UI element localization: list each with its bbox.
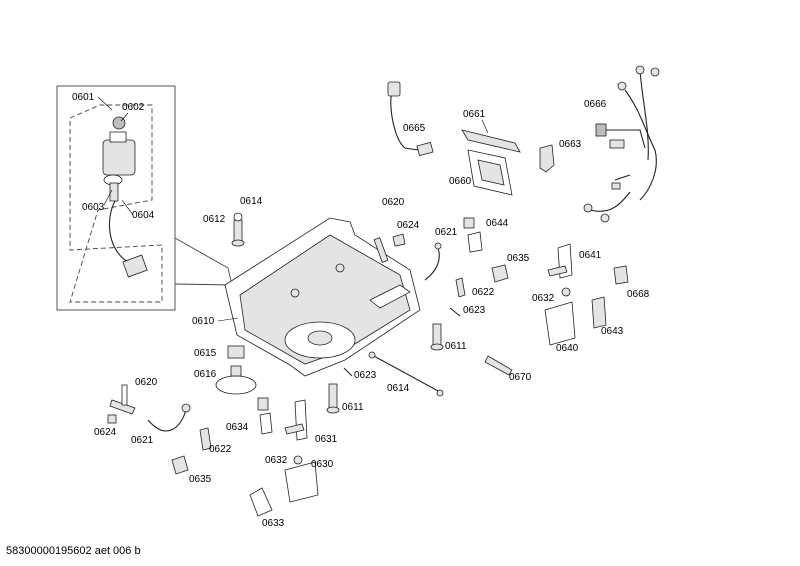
callout-0635-top: 0635 (507, 253, 530, 264)
callout-0603: 0603 (82, 202, 105, 213)
part-0632-bottom: 0632 (265, 455, 303, 466)
callout-0621-bottom: 0621 (131, 435, 154, 446)
part-0644: 0644 (463, 217, 509, 253)
callout-0660: 0660 (449, 176, 472, 187)
screw-0623-top: 0623 (449, 305, 486, 317)
callout-0620-top: 0620 (382, 197, 405, 208)
part-0635-top: 0635 (491, 253, 530, 283)
rod-0614: 0614 (368, 351, 444, 397)
callout-0624-top: 0624 (397, 220, 420, 231)
callout-0632-bottom: 0632 (265, 455, 288, 466)
callout-0643: 0643 (601, 326, 624, 337)
part-0660: 0660 (449, 149, 513, 196)
part-0635-bottom: 0635 (171, 455, 212, 485)
part-0615: 0615 (194, 345, 245, 359)
callout-0624-bottom: 0624 (94, 427, 117, 438)
callout-0623-top: 0623 (463, 305, 486, 316)
callout-0631: 0631 (315, 434, 338, 445)
inset-frame (56, 85, 176, 311)
part-0624-bottom: 0624 (94, 414, 117, 438)
drawing-id-footer: 58300000195602 aet 006 b (6, 545, 141, 557)
callout-0670: 0670 (509, 372, 532, 383)
part-0668: 0668 (613, 265, 650, 300)
part-0620-top: 0620 (373, 197, 405, 263)
callout-0663: 0663 (559, 139, 582, 150)
part-0661: 0661 (461, 109, 521, 153)
callout-0621-top: 0621 (435, 227, 458, 238)
callout-0630: 0630 (311, 459, 334, 470)
inset-dashed-outline (69, 104, 163, 303)
foot-0611-bottom: 0611 (326, 383, 364, 414)
part-0643: 0643 (591, 296, 624, 337)
callout-0665: 0665 (403, 123, 426, 134)
callout-0661: 0661 (463, 109, 486, 120)
callout-0610: 0610 (192, 316, 215, 327)
callout-0644: 0644 (486, 218, 509, 229)
callout-0611-top: 0611 (445, 341, 467, 352)
cable-0665: 0665 (387, 81, 434, 157)
foot-0611-top: 0611 (430, 323, 467, 352)
inset-connector-lines (174, 237, 233, 286)
bracket-0631: 0631 (284, 399, 338, 445)
bracket-0640: 0640 (544, 301, 579, 354)
callout-0604: 0604 (132, 210, 155, 221)
callout-0612: 0612 (203, 214, 226, 225)
callout-0666: 0666 (584, 99, 607, 110)
part-0633: 0633 (249, 487, 285, 529)
base-tub-0610: 0610 (192, 217, 421, 377)
detail-inset: 0601 0602 0603 0604 (56, 85, 233, 311)
callout-0641: 0641 (579, 250, 602, 261)
callout-0622-bottom: 0622 (209, 444, 232, 455)
foot-0612: 0614 0612 (203, 196, 263, 247)
inlet-valve-part (102, 116, 148, 278)
callout-0668: 0668 (627, 289, 650, 300)
callout-0640: 0640 (556, 343, 579, 354)
part-0620-bottom: 0620 (109, 377, 158, 415)
callout-0634: 0634 (226, 422, 249, 433)
harness-0666: 0666 (583, 65, 660, 223)
callout-0614-top: 0614 (240, 196, 263, 207)
callout-0602: 0602 (122, 102, 145, 113)
part-0622-bottom: 0622 (199, 427, 232, 455)
callout-0616: 0616 (194, 369, 217, 380)
part-0670: 0670 (484, 355, 532, 383)
screw-0623-bottom: 0623 (343, 367, 377, 381)
part-0622-top: 0622 (455, 277, 495, 298)
callout-0601: 0601 (72, 92, 95, 103)
callout-0635-bottom: 0635 (189, 474, 212, 485)
part-0663: 0663 (539, 139, 582, 173)
callout-0632-top: 0632 (532, 293, 555, 304)
callout-0615: 0615 (194, 348, 217, 359)
callout-0633: 0633 (262, 518, 285, 529)
part-0634: 0634 (226, 397, 273, 435)
callout-0620-bottom: 0620 (135, 377, 158, 388)
bracket-0641: 0641 0632 (532, 243, 602, 304)
callout-0611-bottom: 0611 (342, 402, 364, 413)
callout-0623-bottom: 0623 (354, 370, 377, 381)
sensor-0621-top: 0621 (424, 227, 458, 281)
sensor-0621-bottom: 0621 (131, 403, 191, 446)
part-0616: 0616 (194, 365, 257, 395)
bracket-0630: 0630 (284, 459, 334, 503)
callout-0622-top: 0622 (472, 287, 495, 298)
part-0624-top: 0624 (392, 220, 420, 247)
callout-0614-bottom: 0614 (387, 383, 410, 394)
